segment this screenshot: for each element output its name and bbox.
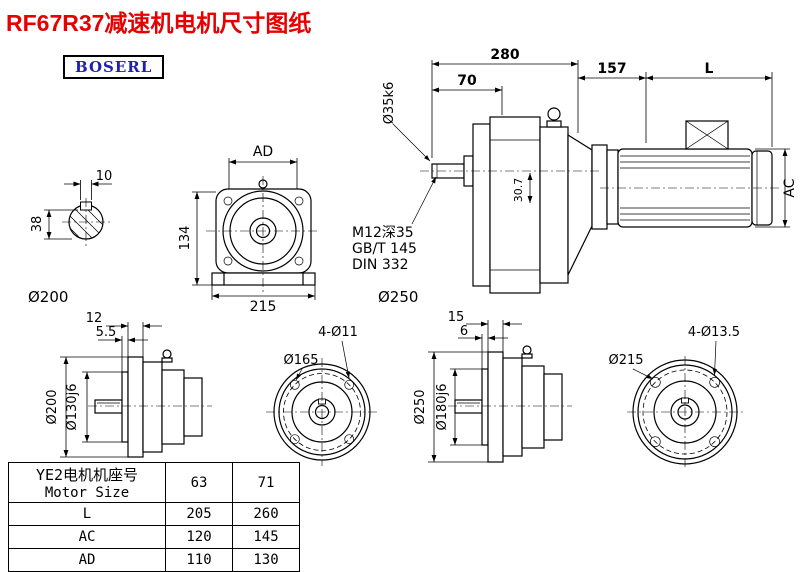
dim-30-7: 30.7 — [512, 178, 525, 203]
value-AC-71: 145 — [232, 525, 300, 549]
label-bcd-165: Ø165 — [283, 353, 318, 368]
logo-text: BOSERL — [75, 58, 153, 76]
dim-d180: Ø180j6 — [435, 384, 450, 431]
dim-134: 134 — [178, 226, 193, 251]
dim-5-5: 5.5 — [96, 325, 117, 340]
view-shaft-section: 10 38 — [30, 169, 113, 246]
table-header-row: YE2电机机座号 Motor Size 63 71 — [8, 462, 300, 503]
dim-d130: Ø130j6 — [65, 384, 80, 431]
label-tap-std1: GB/T 145 — [352, 241, 417, 257]
label-tap-std2: DIN 332 — [352, 257, 409, 273]
dim-215: 215 — [250, 299, 277, 315]
view-assembly-side: 280 70 Ø35k6 M12深35 GB/T 145 DIN 332 30.… — [352, 47, 798, 294]
boserl-logo: BOSERL — [63, 55, 165, 79]
value-L-71: 260 — [232, 502, 300, 526]
motor-size-table: YE2电机机座号 Motor Size 63 71 L 205 260 AC 1… — [8, 462, 300, 572]
dim-12: 12 — [86, 311, 103, 326]
page-title: RF67R37减速机电机尺寸图纸 — [6, 10, 312, 36]
dim-d250: Ø250 — [413, 389, 428, 424]
table-row-AC: AC 120 145 — [8, 525, 300, 549]
label-shaft-dia: Ø35k6 — [382, 82, 397, 125]
view-large-flange-front: 4-Ø13.5 Ø215 — [608, 325, 743, 468]
motor-size-label-en: Motor Size — [44, 485, 130, 501]
label-bcd-215: Ø215 — [608, 353, 643, 368]
dim-d200: Ø200 — [45, 389, 60, 424]
dim-280: 280 — [490, 47, 519, 63]
value-L-63: 205 — [165, 502, 233, 526]
view-large-flange-side: 15 6 Ø250 Ø180j6 — [413, 310, 572, 463]
row-label-L: L — [8, 502, 166, 526]
dim-157: 157 — [597, 61, 626, 77]
row-label-AD: AD — [8, 548, 166, 572]
table-row-L: L 205 260 — [8, 502, 300, 526]
view-small-flange-front: 4-Ø11 Ø165 — [266, 325, 378, 466]
dim-70: 70 — [457, 73, 477, 89]
row-label-AC: AC — [8, 525, 166, 549]
label-bolt-4d11: 4-Ø11 — [318, 325, 358, 340]
size-71-cell: 71 — [232, 462, 300, 503]
label-flange-250: Ø250 — [378, 288, 418, 306]
value-AD-71: 130 — [232, 548, 300, 572]
view-output-flange-front: AD 134 215 — [178, 144, 320, 315]
label-tap-hole: M12深35 — [352, 225, 414, 241]
dim-AC: AC — [782, 178, 798, 197]
dim-L: L — [705, 61, 714, 77]
label-bolt-4d135: 4-Ø13.5 — [688, 325, 740, 340]
dim-keyway-width: 10 — [96, 169, 113, 184]
header-motor-size: YE2电机机座号 Motor Size — [8, 462, 166, 503]
table-row-AD: AD 110 130 — [8, 548, 300, 572]
motor-size-label-cn: YE2电机机座号 — [35, 466, 139, 484]
dim-shaft-height: 38 — [30, 216, 45, 233]
size-63-cell: 63 — [165, 462, 233, 503]
label-flange-200: Ø200 — [28, 288, 68, 306]
value-AC-63: 120 — [165, 525, 233, 549]
dim-6: 6 — [460, 324, 468, 339]
dim-15: 15 — [448, 310, 465, 325]
view-small-flange-side: 12 5.5 Ø200 Ø130j6 — [45, 311, 212, 458]
dim-ad: AD — [253, 144, 273, 160]
value-AD-63: 110 — [165, 548, 233, 572]
